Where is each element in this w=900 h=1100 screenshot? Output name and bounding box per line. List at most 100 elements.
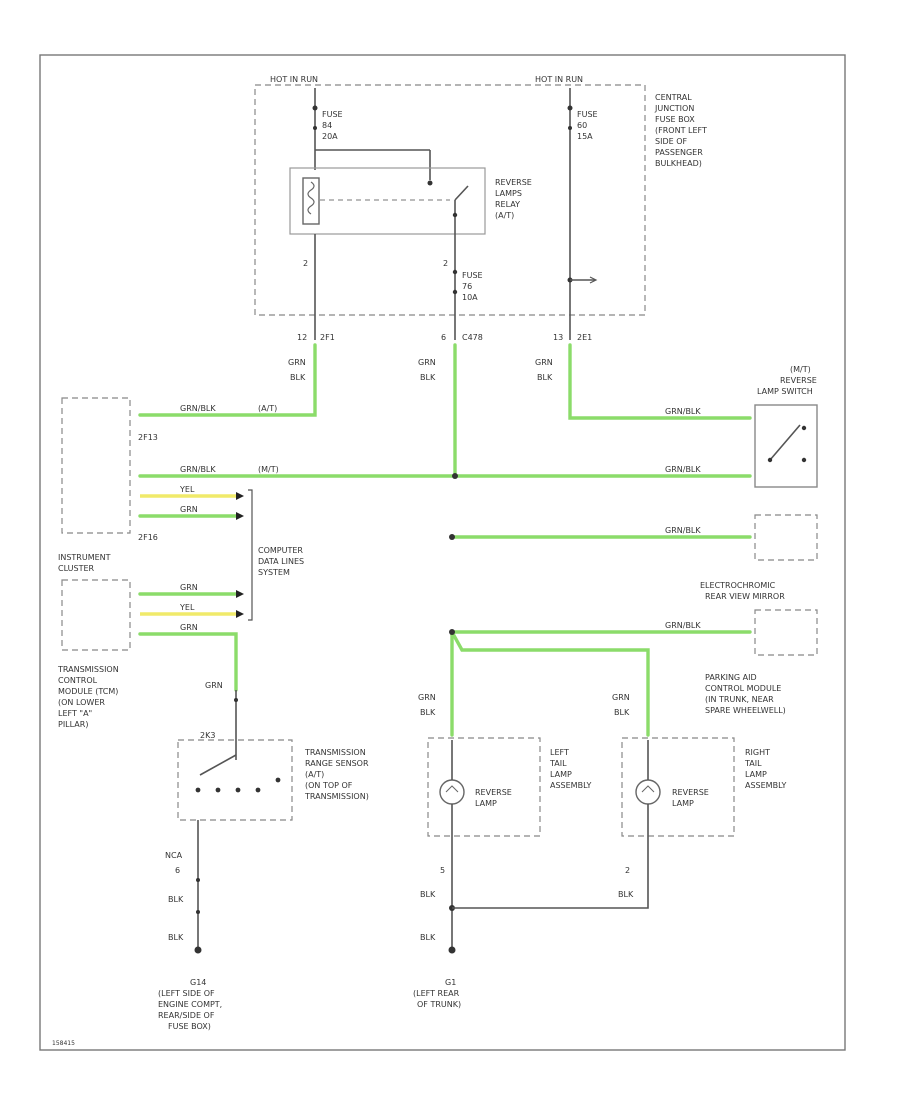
range-sensor-label: (A/T) <box>305 770 324 779</box>
mirror-label: ELECTROCHROMIC <box>700 581 776 590</box>
pin-label: 2 <box>625 866 630 875</box>
cluster-label: INSTRUMENT <box>58 553 111 562</box>
tcm-box <box>61 579 131 651</box>
tcm-label: PILLAR) <box>58 720 88 729</box>
arrow-icon <box>236 492 244 500</box>
right-tail-label: LAMP <box>745 770 767 779</box>
left-tail-lamp-box <box>427 737 541 837</box>
wire-color-label: GRN <box>205 681 223 690</box>
wire-grnblk-at <box>138 343 317 417</box>
wire-label: GRN/BLK <box>180 404 216 413</box>
wire-color-label: BLK <box>168 895 184 904</box>
parking-aid-label: PARKING AID <box>705 673 757 682</box>
ground-label: FUSE BOX) <box>168 1022 211 1031</box>
cdl-label: COMPUTER <box>258 546 303 555</box>
wire-label: (M/T) <box>258 465 279 474</box>
wire-label: GRN <box>180 623 198 632</box>
wire-color-label: BLK <box>614 708 630 717</box>
cluster-label: CLUSTER <box>58 564 95 573</box>
arrow-icon <box>236 512 244 520</box>
connector-node <box>234 698 238 702</box>
wire-color-label: BLK <box>420 890 436 899</box>
connector-label: 2F16 <box>138 533 158 542</box>
wire-label: (A/T) <box>258 404 277 413</box>
wire-color-label: BLK <box>420 373 436 382</box>
right-lamp-ground-wire <box>452 804 649 909</box>
right-tail-label: RIGHT <box>745 748 770 757</box>
relay-label: RELAY <box>495 200 520 209</box>
bulb-filament <box>641 785 655 793</box>
mt-switch-label: (M/T) <box>790 365 811 374</box>
mt-reverse-switch <box>754 404 818 488</box>
ground-label: ENGINE COMPT, <box>158 1000 222 1009</box>
wire-color-label: BLK <box>168 933 184 942</box>
ground-label: G14 <box>190 978 206 987</box>
right-tail-label: ASSEMBLY <box>745 781 786 790</box>
range-sensor-box <box>177 739 293 821</box>
wire-grnblk-right-lamp <box>450 630 650 737</box>
fuse-76-label: 10A <box>462 293 478 302</box>
fuse-60-node <box>568 126 572 130</box>
relay-contact-node <box>452 212 458 218</box>
hot-run-label-1: HOT IN RUN <box>270 75 318 84</box>
range-sensor-label: (ON TOP OF <box>305 781 353 790</box>
arrow-icon <box>236 610 244 618</box>
splice-node <box>452 473 458 479</box>
ground-g1-icon <box>448 946 456 954</box>
outer-frame <box>39 54 846 1051</box>
fuse-84-label: 20A <box>322 132 338 141</box>
cjb-label: (FRONT LEFT <box>655 126 707 135</box>
ground-label: (LEFT SIDE OF <box>158 989 215 998</box>
connector-pin: 6 <box>441 333 446 342</box>
fuse-60-label: 60 <box>577 121 587 130</box>
lamp-label: REVERSE <box>672 788 709 797</box>
tcm-label: CONTROL <box>58 676 98 685</box>
lamp-label: REVERSE <box>475 788 512 797</box>
cjb-label: JUNCTION <box>654 104 694 113</box>
wire-color-label: GRN <box>535 358 553 367</box>
wire-color-label: BLK <box>290 373 306 382</box>
wire-color-label: NCA <box>165 851 183 860</box>
splice-node <box>449 629 455 635</box>
relay-coil <box>302 177 320 225</box>
switch-contact <box>801 457 807 463</box>
parking-aid-label: (IN TRUNK, NEAR <box>705 695 774 704</box>
lamp-label: LAMP <box>672 799 694 808</box>
wire-label: GRN/BLK <box>665 407 701 416</box>
switch-arm <box>769 424 801 461</box>
cdl-label: SYSTEM <box>258 568 290 577</box>
splice-node <box>449 534 455 540</box>
connector-node <box>196 910 200 914</box>
wire-label: GRN <box>180 583 198 592</box>
wire-grnblk-mt-switch <box>568 343 752 420</box>
cjb-label: CENTRAL <box>655 93 692 102</box>
switch-contact <box>801 425 807 431</box>
ground-g14-icon <box>194 946 202 954</box>
wire-label: GRN/BLK <box>665 526 701 535</box>
wire-grn-tcm-range <box>138 632 238 692</box>
fuse-76-label: 76 <box>462 282 472 291</box>
wire-label: YEL <box>179 485 195 494</box>
wire-label: GRN/BLK <box>180 465 216 474</box>
wire-color-label: BLK <box>420 933 436 942</box>
central-junction-box <box>254 84 646 316</box>
left-reverse-bulb-icon <box>439 779 465 805</box>
fuse-84-node <box>313 126 317 130</box>
switch-contact <box>767 457 773 463</box>
connector-label: 2E1 <box>577 333 592 342</box>
wire-color-label: GRN <box>612 693 630 702</box>
pin-label: 2 <box>303 259 308 268</box>
wire-label: GRN <box>180 505 198 514</box>
range-contact <box>255 787 261 793</box>
range-sensor-switch <box>199 754 237 776</box>
connector-pin: 13 <box>553 333 563 342</box>
range-sensor-label: RANGE SENSOR <box>305 759 369 768</box>
arrow-icon <box>236 590 244 598</box>
connector-node <box>196 878 200 882</box>
connector-label: C478 <box>462 333 483 342</box>
data-lines-bracket <box>248 489 253 621</box>
range-contact <box>195 787 201 793</box>
connector-label: 2F1 <box>320 333 335 342</box>
lamp-label: LAMP <box>475 799 497 808</box>
